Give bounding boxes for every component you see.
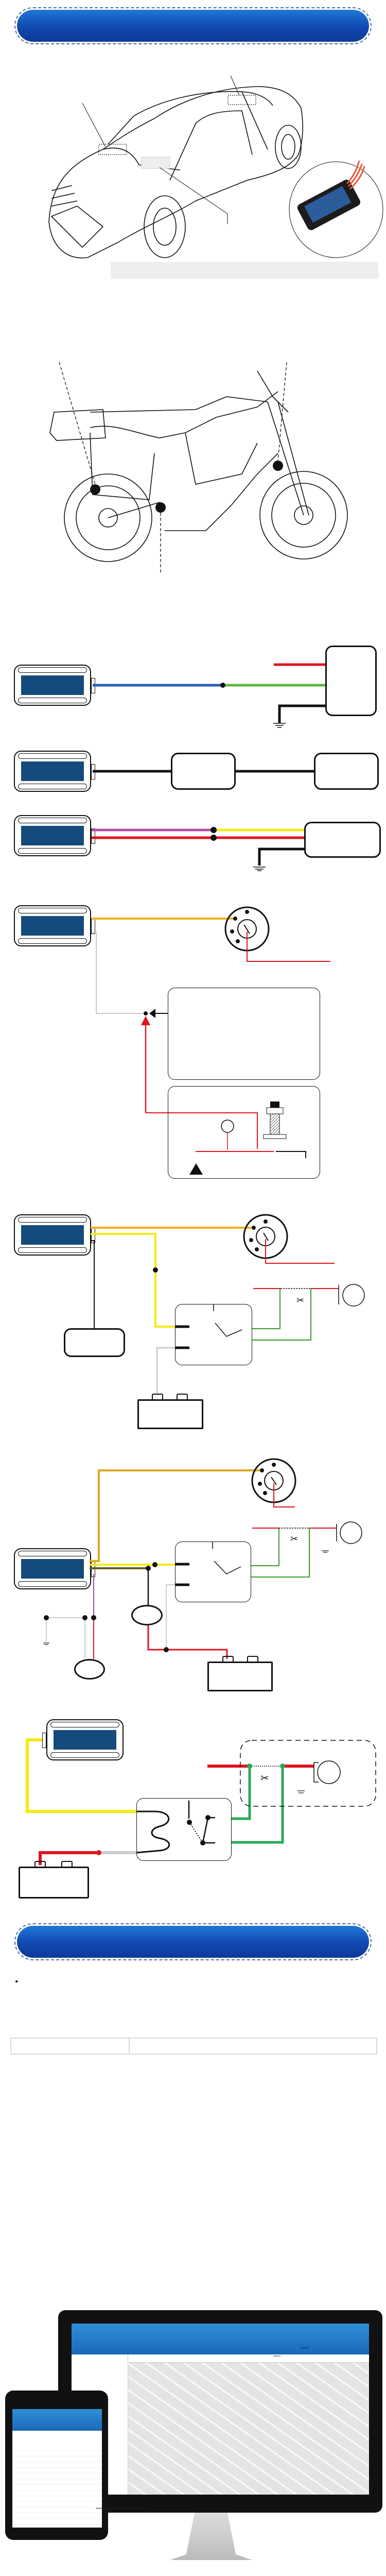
vt200-device (14, 751, 95, 792)
buzzer (131, 1605, 163, 1625)
gps-banner (14, 1923, 372, 1960)
bulb-icon (221, 1120, 234, 1150)
map-view[interactable] (128, 2363, 369, 2495)
dashboard-marker (141, 157, 170, 169)
scissors-icon: ✂ (290, 1534, 298, 1544)
temperature-sensor-box (304, 822, 381, 858)
warning-triangle-icon (189, 1163, 203, 1175)
motorcycle-drawing (49, 362, 348, 573)
platform-showcase (0, 2303, 386, 2566)
rfid-reader-box (64, 1328, 125, 1357)
fuel-pump-dashed-area (240, 1740, 376, 1807)
features-table (10, 2038, 377, 2055)
note-box (111, 262, 378, 279)
column-header-features (10, 2038, 130, 2055)
tablet (5, 2391, 108, 2540)
vt200-device (14, 1548, 95, 1589)
tab-monitor[interactable] (301, 2347, 309, 2349)
marker-taillight (90, 484, 100, 495)
front-windshield-marker (98, 144, 127, 155)
obd-reader-box (171, 753, 236, 790)
door-switch-icon (263, 1101, 287, 1139)
device-photo (297, 160, 365, 230)
table-header-row (10, 2038, 377, 2055)
installation-banner (14, 7, 372, 44)
vehicle-battery (137, 1399, 203, 1429)
scissors-icon: ✂ (296, 1295, 304, 1306)
map-select[interactable] (273, 2355, 280, 2357)
fuel-pump-icon (340, 1521, 362, 1544)
car-drawing (48, 75, 383, 259)
vt200-device (14, 665, 95, 706)
relay-box (136, 1798, 232, 1861)
vt200-device (42, 1719, 124, 1760)
monitor-screen (72, 2324, 369, 2495)
relay-box (175, 1541, 251, 1602)
scissors-icon: ✂ (260, 1773, 269, 1784)
vehicle-battery (19, 1867, 89, 1899)
marker-headlight (273, 461, 283, 471)
web-header (72, 2324, 369, 2354)
monitor (58, 2310, 382, 2513)
vt200-device (14, 815, 95, 856)
marker-back-seat (155, 502, 166, 513)
fuel-pump-icon (342, 1284, 365, 1307)
vt200-device (14, 1214, 95, 1256)
vt200-device (14, 905, 95, 946)
obd-port-box (314, 753, 379, 790)
ibutton (74, 1659, 105, 1680)
black-wire (278, 704, 325, 723)
example1-box (168, 988, 320, 1080)
example2-box (168, 1086, 320, 1179)
relay-box (175, 1304, 252, 1365)
monitor-stand (170, 2513, 252, 2560)
fuel-pump-icon (317, 1760, 341, 1784)
ultrasonic-fuel-sensor (325, 646, 377, 716)
column-header-descriptions (129, 2038, 377, 2055)
address-bar (128, 2354, 369, 2363)
vehicle-battery (207, 1662, 273, 1691)
